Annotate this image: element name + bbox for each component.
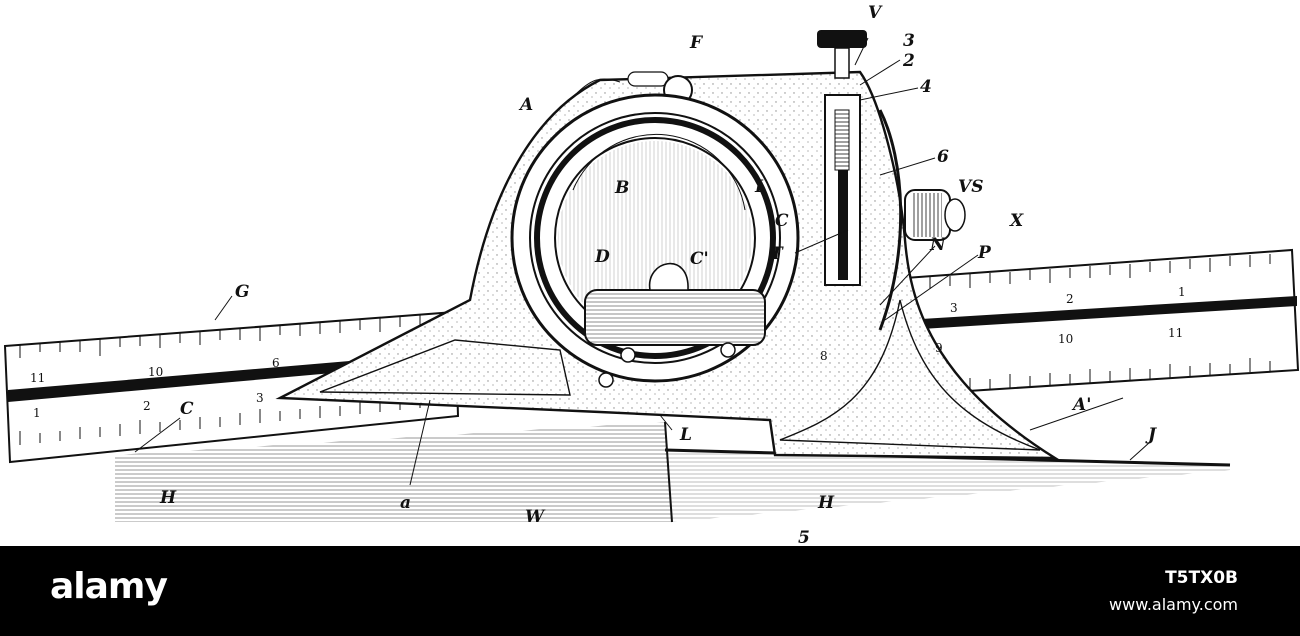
left-rule-number-3: 3 — [256, 391, 264, 405]
left-rule-number-6: 6 — [272, 356, 280, 370]
thumb-screw-head — [817, 30, 867, 48]
left-rule-number-10: 10 — [148, 365, 163, 379]
stock-footer-bar: alamy T5TX0B www.alamy.com — [0, 546, 1300, 636]
label-P: P — [977, 243, 992, 263]
right-rule-number-10: 10 — [1058, 332, 1073, 346]
label-B: B — [614, 178, 629, 198]
label-A: A — [518, 95, 533, 115]
label-a: a — [400, 493, 411, 513]
label-I: I — [754, 177, 764, 197]
site-url: www.alamy.com — [1109, 595, 1238, 614]
work-surface — [115, 421, 1231, 523]
label-G: G — [235, 282, 250, 302]
label-T: T — [770, 244, 784, 264]
label-A-prime: A' — [1071, 395, 1091, 415]
label-F: F — [689, 33, 704, 53]
label-V: V — [868, 3, 883, 23]
label-4: 4 — [920, 77, 932, 97]
left-rule-number-1: 1 — [33, 406, 41, 420]
right-rule: 3 2 1 10 11 — [904, 248, 1300, 397]
right-rule-number-11: 11 — [1168, 326, 1183, 340]
right-rule-number-3: 3 — [950, 301, 958, 315]
label-5: 5 — [798, 528, 810, 546]
label-6: 6 — [937, 147, 949, 167]
label-C-on-rule: C — [180, 399, 194, 419]
label-D: D — [594, 247, 610, 267]
left-rule-number-2: 2 — [143, 399, 151, 413]
image-id: T5TX0B — [1165, 568, 1238, 588]
label-8: 8 — [820, 349, 828, 363]
right-rule-ticks — [929, 254, 1271, 393]
label-L: L — [679, 425, 692, 445]
spirit-level — [584, 262, 766, 388]
label-C-prime: C' — [690, 249, 709, 269]
leader-lines — [134, 37, 1151, 486]
label-2: 2 — [902, 51, 915, 71]
label-W: W — [525, 507, 546, 527]
right-rule-number-1: 1 — [1178, 285, 1186, 299]
label-J: J — [1145, 425, 1157, 445]
label-H: H — [159, 488, 177, 508]
label-N: N — [929, 235, 947, 255]
protractor-bevel-illustration: 11 10 6 1 2 3 3 — [3, 3, 1300, 546]
level-bubble — [649, 262, 689, 291]
label-VS: VS — [958, 177, 983, 197]
label-9: 9 — [935, 341, 943, 355]
right-rule-number-2: 2 — [1066, 292, 1074, 306]
left-rule-number-11: 11 — [30, 371, 45, 385]
label-C: C — [775, 211, 789, 231]
label-H-lower: H — [817, 493, 835, 513]
engraving-drawing: 11 10 6 1 2 3 3 — [3, 3, 1300, 546]
alamy-logo: alamy — [50, 566, 168, 607]
locking-screw — [817, 30, 966, 331]
label-X: X — [1009, 211, 1024, 231]
label-3: 3 — [903, 31, 915, 51]
